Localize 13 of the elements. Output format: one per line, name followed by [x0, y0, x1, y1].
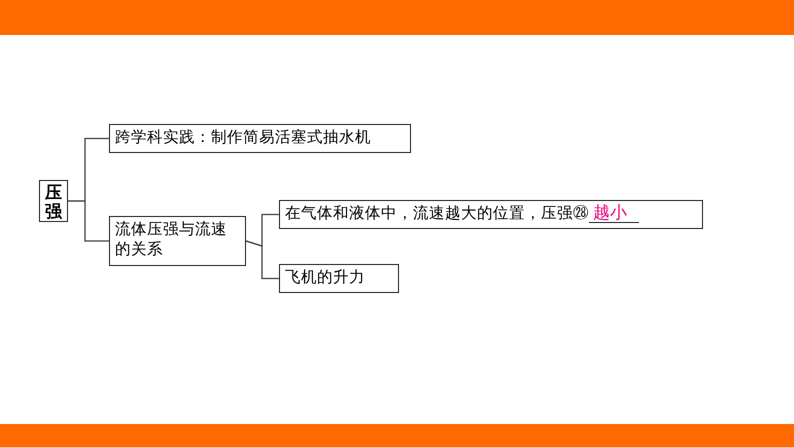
node-text: 压强	[45, 184, 62, 222]
connector-line	[68, 200, 109, 242]
topic-box	[279, 264, 399, 293]
node-text: 流体压强与流速的关系	[115, 221, 227, 258]
node-text: 跨学科实践：制作简易活塞式抽水机	[115, 129, 371, 146]
root-box	[39, 180, 68, 222]
topic-box	[109, 216, 246, 266]
node-text: 在气体和液体中，流速越大的位置，压强㉘	[285, 205, 589, 222]
node-text: 飞机的升力	[285, 269, 365, 286]
answer-text: 越小	[589, 204, 639, 223]
topic-box	[279, 200, 703, 229]
topic-box	[109, 124, 411, 153]
connector-line	[246, 240, 279, 280]
